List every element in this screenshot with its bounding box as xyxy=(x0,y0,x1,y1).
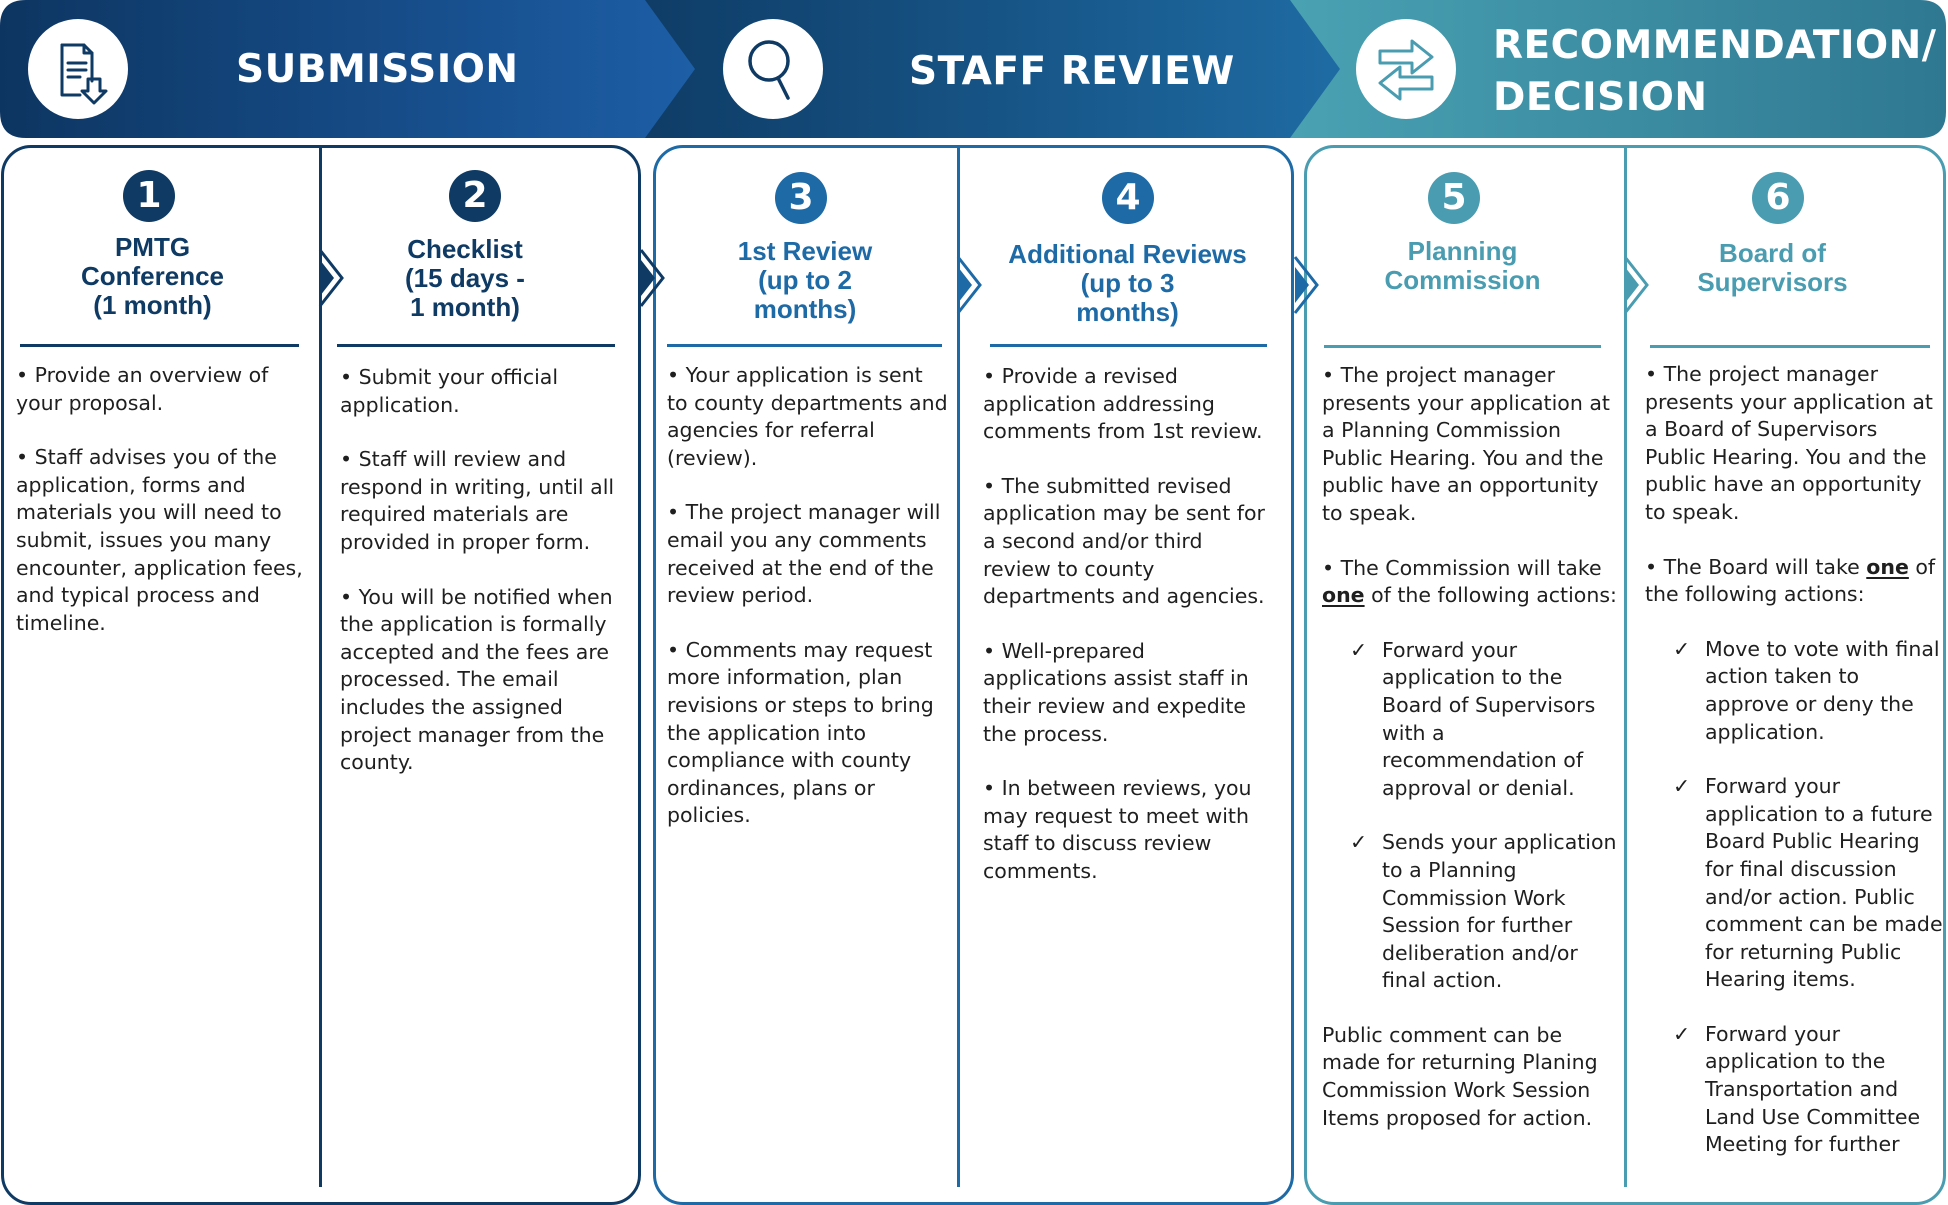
magnifier-icon xyxy=(723,19,823,119)
step-title-5: Planning Commission xyxy=(1384,236,1541,295)
phase-1-band xyxy=(0,0,695,138)
action-text: Move to vote with final action taken to … xyxy=(1705,636,1940,744)
bullet-text: • The submitted revised application may … xyxy=(983,473,1265,609)
step-title-1: PMTG Conference (1 month) xyxy=(80,232,225,320)
actions-intro-text: of the following actions: xyxy=(1645,554,1936,607)
bullet-text: • In between reviews, you may request to… xyxy=(983,776,1252,883)
action-item: ✓ Forward your application to a future Bo… xyxy=(1645,773,1943,994)
step-rule xyxy=(20,344,299,347)
exchange-arrows-icon xyxy=(1356,19,1456,119)
column-divider xyxy=(957,147,960,1187)
chevron-right-icon xyxy=(1623,256,1649,314)
chevron-right-icon xyxy=(639,249,665,307)
action-text: Forward your application to the Transpor… xyxy=(1705,1021,1921,1157)
bullet-text: • Staff advises you of the application, … xyxy=(16,445,303,635)
bullet-text: • You will be notified when the applicat… xyxy=(340,584,613,775)
step-body-3: • Your application is sent to county dep… xyxy=(667,362,949,857)
bullet-text: • The project manager presents your appl… xyxy=(1645,362,1933,524)
bullet-text: • The project manager presents your appl… xyxy=(1322,363,1610,525)
step-title-3: 1st Review (up to 2 months) xyxy=(737,236,873,324)
action-list: ✓ Move to vote with final action taken to… xyxy=(1645,636,1943,1159)
step-body-5: • The project manager presents your appl… xyxy=(1322,362,1620,1159)
document-download-icon xyxy=(28,19,128,119)
bullet-text: • Provide a revised application addressi… xyxy=(983,364,1263,444)
action-list: ✓ Forward your application to the Board o… xyxy=(1322,637,1620,995)
actions-intro: • The Commission will take one of the fo… xyxy=(1322,555,1620,610)
chevron-right-icon xyxy=(956,256,982,314)
actions-intro-text: • The Commission will take xyxy=(1322,555,1602,580)
phase-title-line2: DECISION xyxy=(1493,75,1708,120)
bullet-text: • Staff will review and respond in writi… xyxy=(340,447,615,554)
step-number-2: 2 xyxy=(449,170,501,222)
step-number-1: 1 xyxy=(123,170,175,222)
phase-title-line1: RECOMMENDATION/ xyxy=(1493,23,1937,68)
step-title-6: Board of Supervisors xyxy=(1697,238,1848,297)
bullet-text: • Provide an overview of your proposal. xyxy=(16,363,269,415)
step-rule xyxy=(1324,345,1601,348)
phase-header-band: SUBMISSION STAFF REVIEW RECOMMENDATION/ … xyxy=(0,0,1948,140)
emphasis-one: one xyxy=(1866,554,1909,579)
action-item: ✓ Move to vote with final action taken to… xyxy=(1645,636,1943,746)
checkmark-icon: ✓ xyxy=(1673,774,1691,799)
action-text: Sends your application to a Planning Com… xyxy=(1382,830,1617,993)
step-title-4: Additional Reviews (up to 3 months) xyxy=(1008,239,1247,327)
step-number-3: 3 xyxy=(775,172,827,224)
actions-intro-text: • The Board will take xyxy=(1645,554,1867,579)
step-body-4: • Provide a revised application addressi… xyxy=(983,363,1273,913)
chevron-right-icon xyxy=(318,249,344,307)
emphasis-one: one xyxy=(1322,583,1365,608)
action-item: ✓ Forward your application to the Transpo… xyxy=(1645,1021,1943,1159)
action-item: ✓ Forward your application to the Board o… xyxy=(1322,637,1620,803)
step-rule xyxy=(667,344,942,347)
phase-title-recommendation: RECOMMENDATION/ DECISION xyxy=(1493,20,1937,124)
bullet-text: • The project manager will email you any… xyxy=(667,500,941,608)
step-body-1: • Provide an overview of your proposal. … xyxy=(16,362,306,664)
checkmark-icon: ✓ xyxy=(1350,637,1368,662)
action-text: Forward your application to a future Boa… xyxy=(1705,774,1943,992)
staff-review-panel xyxy=(653,145,1294,1205)
step-rule xyxy=(990,344,1267,347)
step-rule xyxy=(1650,345,1930,348)
footer-note: Public comment can be made for returning… xyxy=(1322,1022,1598,1130)
phase-title-staff-review: STAFF REVIEW xyxy=(909,49,1235,94)
bullet-text: • Submit your official application. xyxy=(340,365,559,417)
checkmark-icon: ✓ xyxy=(1673,1021,1691,1046)
checkmark-icon: ✓ xyxy=(1673,636,1691,661)
checkmark-icon: ✓ xyxy=(1350,830,1368,855)
bullet-text: • Well-prepared applications assist staf… xyxy=(983,638,1249,746)
action-item: ✓ Sends your application to a Planning Co… xyxy=(1322,829,1620,995)
bullet-text: • Comments may request more information,… xyxy=(667,637,934,828)
phase-title-submission: SUBMISSION xyxy=(236,47,519,92)
actions-intro-text: of the following actions: xyxy=(1364,583,1617,608)
bullet-text: • Your application is sent to county dep… xyxy=(667,363,948,470)
step-number-6: 6 xyxy=(1752,172,1804,224)
step-rule xyxy=(337,344,615,347)
step-body-2: • Submit your official application. • St… xyxy=(340,364,630,804)
actions-intro: • The Board will take one of the followi… xyxy=(1645,554,1943,609)
chevron-right-icon xyxy=(1293,256,1319,314)
step-number-4: 4 xyxy=(1102,172,1154,224)
step-title-2: Checklist (15 days - 1 month) xyxy=(405,234,525,322)
column-divider xyxy=(1624,147,1627,1187)
step-number-5: 5 xyxy=(1428,172,1480,224)
column-divider xyxy=(319,147,322,1187)
step-body-6: • The project manager presents your appl… xyxy=(1645,361,1943,1186)
action-text: Forward your application to the Board of… xyxy=(1382,637,1596,800)
